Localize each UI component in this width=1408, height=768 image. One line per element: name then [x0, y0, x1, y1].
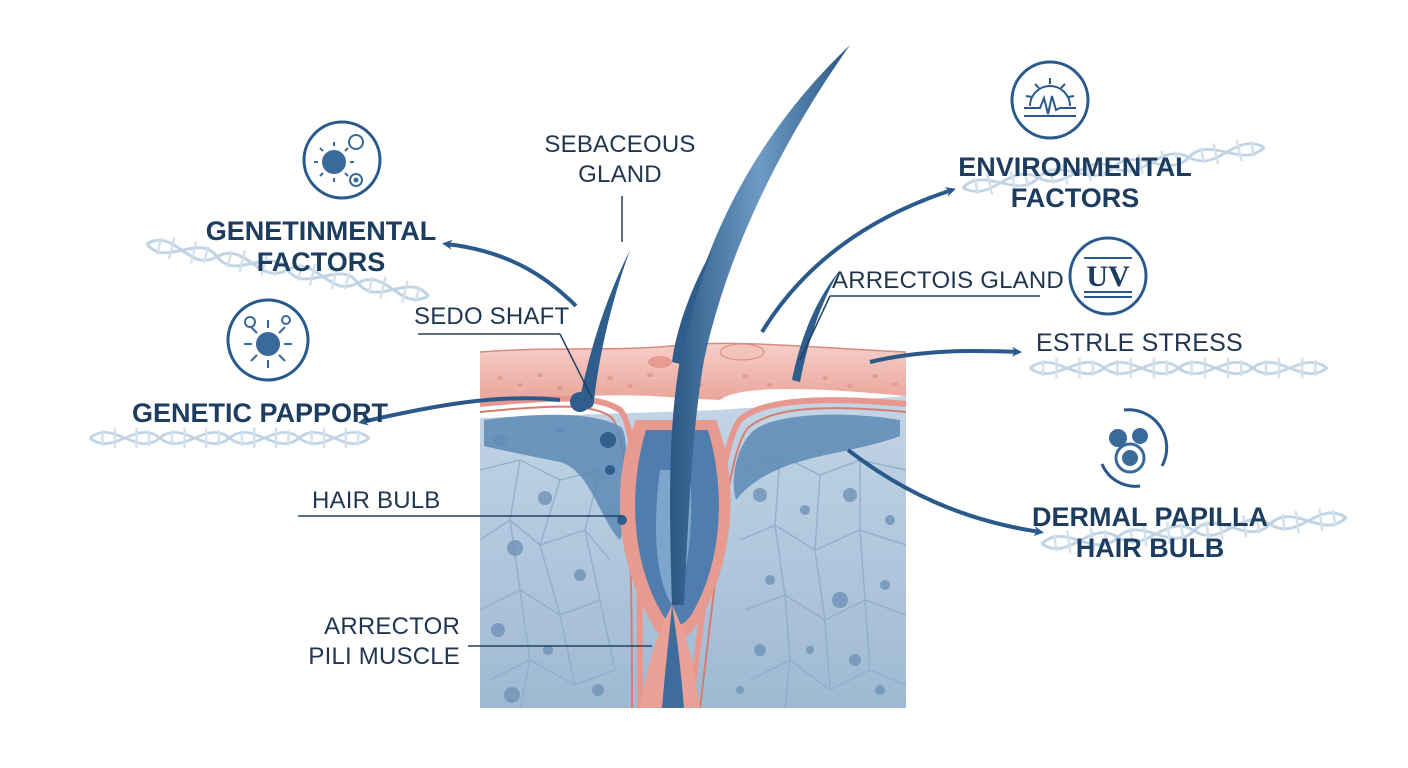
skin-cross-section	[479, 342, 907, 709]
sun-icon	[1010, 60, 1090, 140]
uv-icon: UV	[1068, 236, 1148, 316]
dermal-papilla-line-1: DERMAL PAPILLA	[1032, 502, 1268, 532]
arrector-pili-line-1: ARRECTOR	[324, 613, 460, 640]
arrectois-gland-label: ARRECTOIS GLAND	[832, 266, 1064, 296]
hair-bulb-label: HAIR BULB	[312, 486, 441, 516]
dermal-papilla-title: DERMAL PAPILLA HAIR BULB	[1030, 502, 1270, 564]
sedo-shaft-text: SEDO SHAFT	[414, 303, 570, 330]
factor-arrows	[358, 187, 1044, 537]
genetinmental-line-1: GENETINMENTAL	[205, 216, 437, 246]
estrle-stress-label: ESTRLE STRESS	[1036, 328, 1243, 358]
estrle-stress-text: ESTRLE STRESS	[1036, 329, 1243, 357]
environmental-line-2: FACTORS	[1010, 183, 1140, 213]
genetic-papport-title: GENETIC PAPPORT	[132, 398, 388, 429]
genetinmental-line-2: FACTORS	[256, 247, 386, 277]
sebaceous-gland-label: SEBACEOUS GLAND	[530, 130, 710, 190]
sebaceous-gland-line-2: GLAND	[578, 161, 662, 188]
cell-cluster-icon	[1100, 408, 1169, 488]
genetinmental-factors-title: GENETINMENTAL FACTORS	[196, 216, 446, 278]
hair-strands	[570, 45, 850, 605]
arrector-pili-muscle-label: ARRECTOR PILI MUSCLE	[270, 612, 460, 672]
environmental-factors-title: ENVIRONMENTAL FACTORS	[950, 152, 1200, 214]
environmental-line-1: ENVIRONMENTAL	[958, 152, 1192, 182]
microbe-icon	[302, 120, 382, 200]
hair-bulb-text: HAIR BULB	[312, 487, 441, 514]
genetic-papport-text: GENETIC PAPPORT	[132, 398, 389, 428]
leader-lines	[298, 196, 1040, 647]
sedo-shaft-label: SEDO SHAFT	[414, 302, 569, 332]
sebaceous-gland-line-1: SEBACEOUS	[544, 131, 696, 158]
uv-icon-text: UV	[1086, 260, 1130, 293]
arrectois-gland-text: ARRECTOIS GLAND	[832, 267, 1064, 294]
virus-icon	[226, 298, 310, 382]
arrector-pili-line-2: PILI MUSCLE	[308, 643, 460, 670]
dermal-papilla-line-2: HAIR BULB	[1075, 533, 1225, 563]
